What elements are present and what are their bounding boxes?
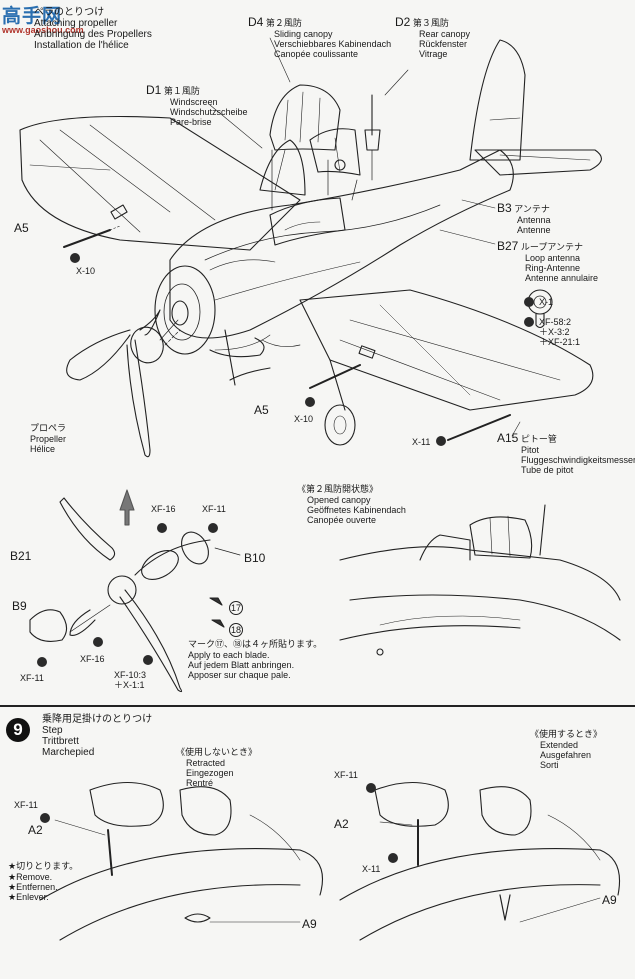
part-label-b21: B21 bbox=[10, 549, 32, 563]
logo-url: www.gaoshou.com bbox=[2, 25, 84, 35]
part-label-a15: A15 ピトー管 Pitot Fluggeschwindigkeitsmesse… bbox=[497, 431, 635, 476]
step9-extended-illustration bbox=[339, 782, 621, 941]
site-logo: 高手网 www.gaoshou.com bbox=[2, 1, 84, 41]
decal-marker-18: 18 bbox=[229, 623, 243, 637]
part-label-d4: D4 第２風防 Sliding canopy Verschiebbares Ka… bbox=[248, 15, 392, 60]
paint-label-x11-pitot: X-11 bbox=[412, 437, 431, 447]
part-label-b9: B9 bbox=[12, 599, 27, 613]
cut-note: ★切りとります。 ★Remove. ★Entfernen. ★Enlever. bbox=[8, 862, 79, 902]
paint-label-x10-bottom: X-10 bbox=[294, 414, 314, 424]
step9-left-xf11: XF-11 bbox=[14, 800, 38, 810]
part-label-a5-bottom: A5 bbox=[254, 403, 269, 417]
paint-label-xf11-top: XF-11 bbox=[202, 504, 226, 514]
propeller-exploded-view bbox=[29, 489, 241, 693]
part-label-b10: B10 bbox=[244, 551, 266, 565]
part-label-d2: D2 第３風防 Rear canopy Rückfenster Vitrage bbox=[395, 15, 471, 60]
paint-label-xf16-top: XF-16 bbox=[151, 504, 176, 514]
section-divider bbox=[0, 705, 635, 707]
step9-left-a2: A2 bbox=[28, 823, 43, 837]
paint-bulbs bbox=[37, 253, 534, 863]
aircraft-main-illustration bbox=[19, 39, 602, 446]
part-label-b3: B3 アンテナ Antenna Antenne bbox=[497, 201, 551, 236]
opened-canopy-illustration bbox=[339, 504, 621, 656]
step9-left-a9: A9 bbox=[302, 917, 317, 931]
logo-text: 高手网 bbox=[2, 5, 63, 27]
part-label-propeller: プロペラ Propeller Hélice bbox=[30, 424, 67, 454]
retracted-label: 《使用しないとき》 Retracted Eingezogen Rentré bbox=[176, 748, 258, 788]
paint-label-xf10-mix: XF-10:3 ＋X-1:1 bbox=[114, 670, 147, 690]
paint-label-xf11-bottom: XF-11 bbox=[20, 673, 44, 683]
part-label-a5-top: A5 bbox=[14, 221, 29, 235]
step9-title: 乗降用足掛けのとりつけ Step Trittbrett Marchepied bbox=[42, 714, 153, 758]
step9-right-a2: A2 bbox=[334, 817, 349, 831]
step9-number: 9 bbox=[6, 718, 30, 742]
leader-lines bbox=[54, 37, 601, 923]
step9-right-x11: X-11 bbox=[362, 864, 381, 874]
paint-label-x10-top: X-10 bbox=[76, 266, 96, 276]
decal-marker-17: 17 bbox=[229, 601, 243, 615]
opened-canopy-label: 《第２風防開状態》 Opened canopy Geöffnetes Kabin… bbox=[297, 485, 406, 525]
step9-right-a9: A9 bbox=[602, 893, 617, 907]
step8-title: ペラのとりつけ Attaching propeller Anbringung d… bbox=[34, 7, 152, 51]
step9-right-xf11: XF-11 bbox=[334, 770, 358, 780]
paint-key-mix: XF-58:2 ＋X-3:2 ＋XF-21:1 bbox=[539, 317, 581, 347]
propeller-main bbox=[66, 309, 181, 458]
pin-parts bbox=[63, 225, 511, 441]
extended-label: 《使用するとき》 Extended Ausgefahren Sorti bbox=[530, 730, 603, 770]
paint-label-xf16-bottom: XF-16 bbox=[80, 654, 105, 664]
canopy-parts bbox=[259, 84, 381, 211]
paint-key-x1: X-1 bbox=[539, 297, 554, 307]
step9-retracted-illustration bbox=[39, 782, 324, 941]
part-label-d1: D1 第１風防 Windscreen Windschutzscheibe Par… bbox=[146, 83, 248, 128]
part-label-b27: B27 ループアンテナ Loop antenna Ring-Antenne An… bbox=[497, 239, 599, 284]
decal-note: マーク⑰、⑱は４ヶ所貼ります。 Apply to each blade. Auf… bbox=[188, 640, 323, 680]
